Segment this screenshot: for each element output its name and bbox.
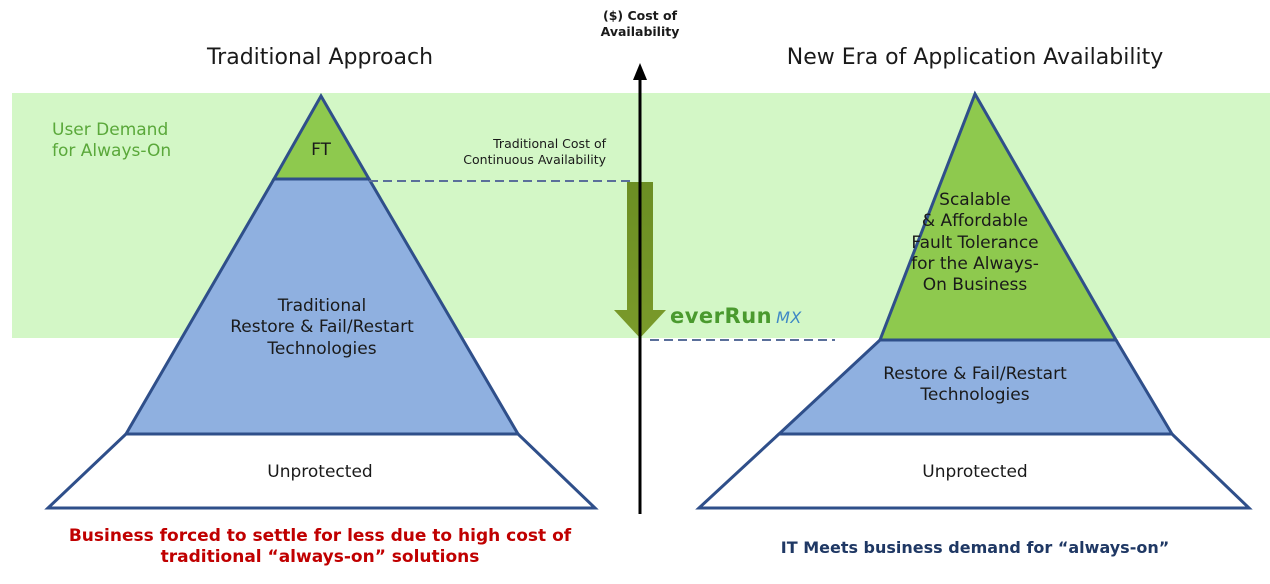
cost-axis-label: ($) Cost of Availability [580,8,700,39]
logo-brand: everRun [670,304,773,328]
cost-axis-arrowhead [633,63,647,80]
cost-axis-label-line2: Availability [600,23,680,39]
left-top-tier [271,92,372,181]
annotation-line2: Continuous Availability [463,151,606,167]
logo-suffix: MX [776,308,802,327]
right-caption: IT Meets business demand for “always-on” [780,538,1170,557]
cost-axis-label-line1: ($) Cost of [602,8,678,23]
left-middle-tier-label: Traditional Restore & Fail/Restart Techn… [200,296,444,360]
user-demand-label: User Demand for Always-On [52,120,222,163]
user-demand-line2: for Always-On [52,141,172,162]
right-top-line2: & Affordable [921,211,1029,232]
user-demand-line1: User Demand [52,120,169,140]
right-top-line3: Fault Tolerance [911,232,1039,253]
left-bottom-tier-label: Unprotected [267,462,373,482]
left-middle-line1: Traditional [277,296,367,316]
right-top-line5: On Business [922,275,1028,295]
left-title: Traditional Approach [206,45,434,70]
left-top-tier-label: FT [311,140,331,160]
traditional-cost-annotation: Traditional Cost of Continuous Availabil… [396,136,606,167]
left-caption-line2: traditional “always-on” solutions [160,547,480,568]
right-middle-line2: Technologies [920,385,1030,406]
right-bottom-tier-label: Unprotected [922,462,1028,482]
right-top-tier [877,90,1119,342]
right-top-line4: for the Always- [911,253,1039,274]
left-middle-line2: Restore & Fail/Restart [230,317,414,338]
right-title: New Era of Application Availability [786,45,1164,70]
annotation-line1: Traditional Cost of [493,136,606,151]
right-top-tier-label: Scalable & Affordable Fault Tolerance fo… [880,190,1070,296]
left-middle-line3: Technologies [267,338,377,359]
right-middle-tier-label: Restore & Fail/Restart Technologies [855,364,1095,407]
right-middle-line1: Restore & Fail/Restart [883,364,1067,384]
left-caption-line1: Business forced to settle for less due t… [68,526,572,546]
left-caption: Business forced to settle for less due t… [30,526,610,569]
right-top-line1: Scalable [939,190,1011,210]
